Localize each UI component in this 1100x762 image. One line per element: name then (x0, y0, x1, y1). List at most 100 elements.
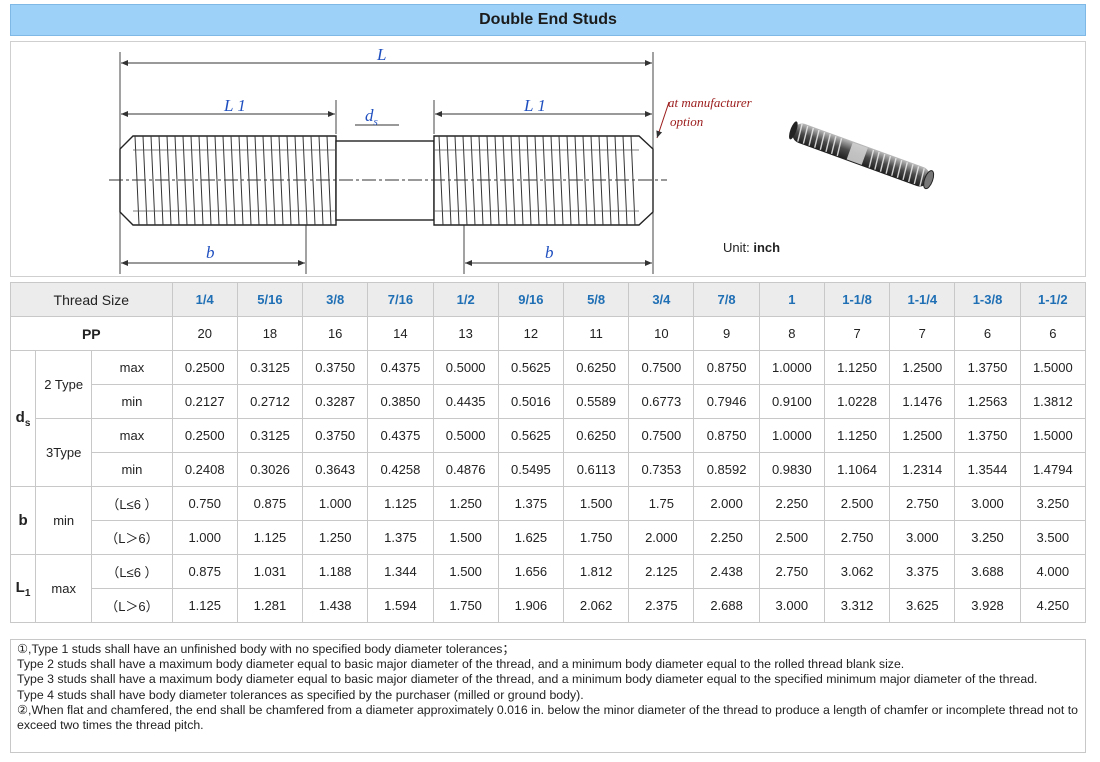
value-cell: 0.7353 (628, 452, 695, 487)
value-cell: 4.000 (1019, 554, 1087, 589)
pp-cell: 10 (628, 316, 695, 351)
stud-3d-illustration (789, 121, 935, 190)
value-cell: 1.0228 (823, 384, 891, 419)
l1-row-2: （L＞6） 1.125 1.281 1.438 1.594 1.750 1.90… (11, 588, 1087, 623)
value-cell: 3.000 (758, 588, 825, 623)
value-cell: 1.3750 (954, 350, 1021, 385)
size-cell: 5/8 (562, 282, 630, 317)
value-cell: 4.250 (1019, 588, 1087, 623)
note-item: ①,Type 1 studs shall have an unfinished … (17, 642, 515, 656)
value-cell: 0.875 (236, 486, 304, 521)
l1-row-1: L1 max （L≤6 ） 0.875 1.031 1.188 1.344 1.… (9, 554, 1087, 623)
value-cell: 0.8592 (693, 452, 760, 487)
stud-technical-drawing: L L 1 L 1 ds b b at manufacturer option (109, 45, 935, 274)
pp-cell: 11 (562, 316, 630, 351)
value-cell: 0.8750 (693, 418, 760, 453)
size-cell: 1 (758, 282, 825, 317)
value-cell: 1.500 (432, 554, 499, 589)
spec-table: Thread Size 1/4 5/16 3/8 7/16 1/2 9/16 5… (9, 282, 1087, 623)
condition-label: （L≤6 ） (91, 554, 173, 589)
value-cell: 1.188 (302, 554, 369, 589)
value-cell: 3.062 (823, 554, 891, 589)
pp-cell: 7 (889, 316, 956, 351)
value-cell: 2.062 (562, 588, 630, 623)
size-cell: 1-1/4 (889, 282, 956, 317)
value-cell: 0.2712 (236, 384, 304, 419)
value-cell: 0.3026 (236, 452, 304, 487)
value-cell: 1.5000 (1019, 418, 1087, 453)
value-cell: 2.438 (693, 554, 760, 589)
pp-cell: 14 (367, 316, 434, 351)
value-cell: 1.594 (367, 588, 434, 623)
value-cell: 3.000 (954, 486, 1021, 521)
value-cell: 1.500 (562, 486, 630, 521)
ds-type2-label: 2 Type (35, 350, 93, 419)
size-cell: 7/16 (367, 282, 434, 317)
value-cell: 0.2408 (171, 452, 238, 487)
value-cell: 3.000 (889, 520, 956, 555)
value-cell: 1.125 (367, 486, 434, 521)
value-cell: 0.2500 (171, 350, 238, 385)
value-cell: 1.0000 (758, 418, 825, 453)
size-cell: 3/8 (302, 282, 369, 317)
value-cell: 1.812 (562, 554, 630, 589)
value-cell: 1.1476 (889, 384, 956, 419)
size-cell: 1/2 (432, 282, 499, 317)
value-cell: 1.5000 (1019, 350, 1087, 385)
value-cell: 1.3750 (954, 418, 1021, 453)
value-cell: 1.1250 (823, 350, 891, 385)
pp-cell: 18 (236, 316, 304, 351)
value-cell: 0.5625 (497, 350, 565, 385)
value-cell: 2.250 (758, 486, 825, 521)
value-cell: 0.4258 (367, 452, 434, 487)
value-cell: 0.5495 (497, 452, 565, 487)
value-cell: 2.750 (889, 486, 956, 521)
label-L1-right: L 1 (523, 96, 546, 115)
value-cell: 1.625 (497, 520, 565, 555)
value-cell: 0.2500 (171, 418, 238, 453)
value-cell: 0.5625 (497, 418, 565, 453)
value-cell: 1.375 (367, 520, 434, 555)
value-cell: 0.9100 (758, 384, 825, 419)
value-cell: 0.6250 (562, 418, 630, 453)
value-cell: 0.7500 (628, 418, 695, 453)
value-cell: 3.312 (823, 588, 891, 623)
value-cell: 1.125 (171, 588, 238, 623)
page-title: Double End Studs (10, 4, 1086, 36)
max-label: max (91, 418, 173, 453)
value-cell: 1.000 (171, 520, 238, 555)
b-group-label: b (9, 486, 37, 555)
value-cell: 0.4375 (367, 418, 434, 453)
value-cell: 0.6113 (562, 452, 630, 487)
value-cell: 0.6250 (562, 350, 630, 385)
value-cell: 1.000 (302, 486, 369, 521)
condition-label: （L＞6） (91, 520, 173, 555)
note-item: Type 2 studs shall have a maximum body d… (17, 657, 905, 672)
value-cell: 2.000 (693, 486, 760, 521)
label-L: L (376, 45, 386, 64)
value-cell: 0.3750 (302, 350, 369, 385)
condition-label: （L≤6 ） (91, 486, 173, 521)
ds-type3-max-row: 3Type max 0.2500 0.3125 0.3750 0.4375 0.… (11, 418, 1087, 487)
value-cell: 0.3125 (236, 350, 304, 385)
value-cell: 3.375 (889, 554, 956, 589)
value-cell: 1.375 (497, 486, 565, 521)
value-cell: 0.875 (171, 554, 238, 589)
value-cell: 1.750 (432, 588, 499, 623)
value-cell: 1.125 (236, 520, 304, 555)
value-cell: 0.6773 (628, 384, 695, 419)
ds-type3-label: 3Type (35, 418, 93, 487)
pp-cell: 20 (171, 316, 238, 351)
size-cell: 1-1/8 (823, 282, 891, 317)
value-cell: 1.75 (628, 486, 695, 521)
max-label: max (91, 350, 173, 385)
value-cell: 3.250 (1019, 486, 1087, 521)
note-item: Type 4 studs shall have body diameter to… (17, 687, 584, 702)
l1-group-label: L1 (9, 554, 37, 623)
value-cell: 2.125 (628, 554, 695, 589)
callout-text: at manufacturer option (668, 95, 753, 129)
value-cell: 2.500 (758, 520, 825, 555)
value-cell: 1.2500 (889, 418, 956, 453)
value-cell: 1.500 (432, 520, 499, 555)
callout-line-2: option (670, 114, 703, 129)
